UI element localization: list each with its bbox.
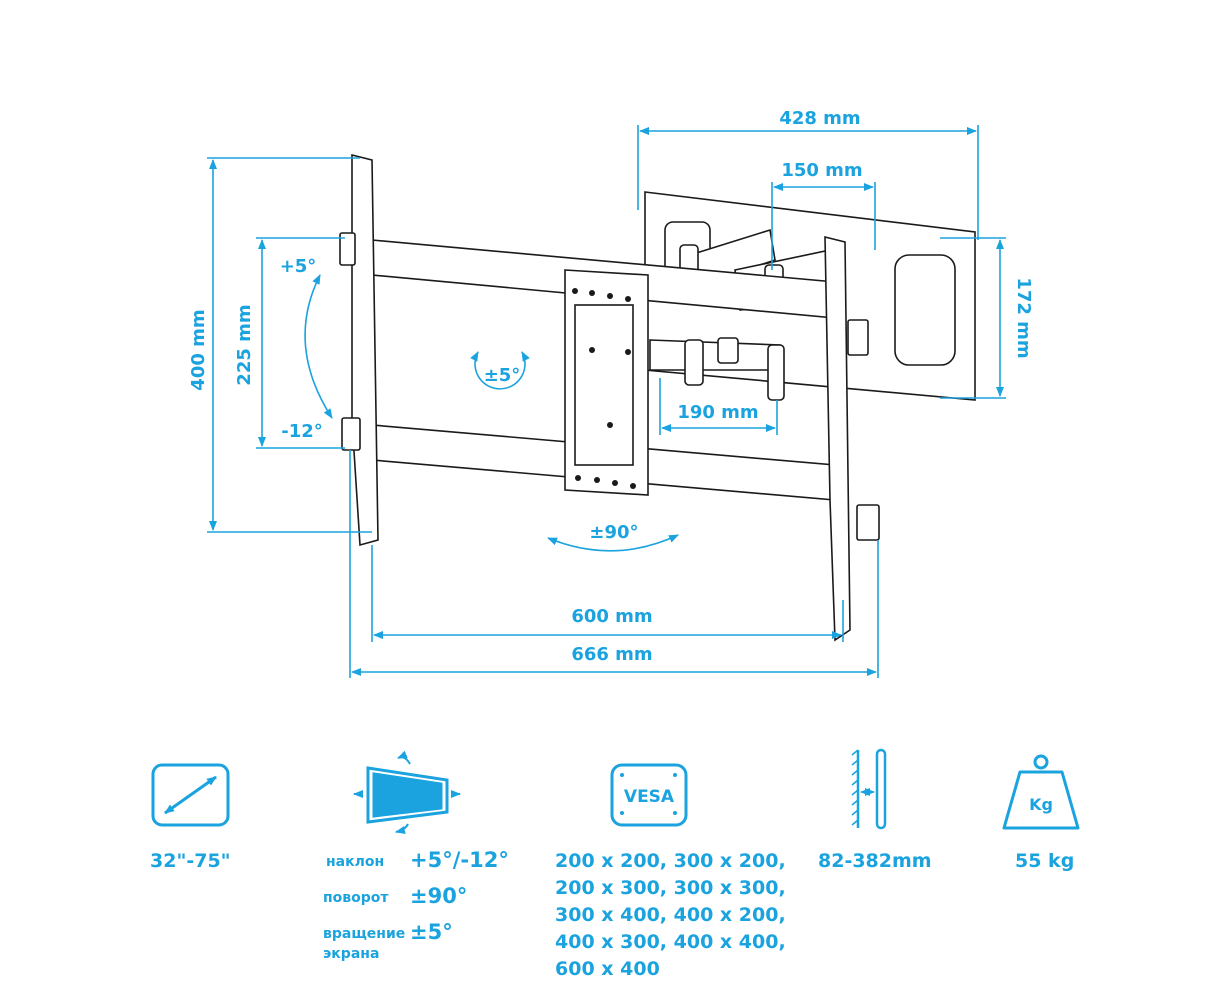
dim-600: 600 mm — [571, 606, 652, 627]
dimension-lines — [207, 125, 1006, 678]
vesa-line: 200 x 200, 300 x 200, — [555, 850, 786, 872]
weight-icon: Kg — [1002, 754, 1080, 830]
screen-size: 32"-75" — [150, 850, 231, 872]
dim-225: 225 mm — [234, 304, 255, 385]
tilt-label: наклон — [326, 854, 385, 870]
dim-400: 400 mm — [188, 309, 209, 390]
dim-666: 666 mm — [571, 644, 652, 665]
tilt-down-label: -12° — [281, 421, 323, 442]
max-load: 55 kg — [1015, 850, 1075, 872]
center-plate — [564, 269, 649, 496]
vesa-line: 400 x 300, 400 x 400, — [555, 931, 786, 953]
mount-drawing — [339, 153, 976, 642]
rotation-spec-label-1: вращение — [323, 926, 406, 942]
dimension-labels: 428 mm 150 mm 172 mm 190 mm 400 mm 225 m… — [188, 108, 1034, 665]
tilt-value: +5°/-12° — [410, 848, 509, 872]
dim-150: 150 mm — [781, 160, 862, 181]
vesa-line: 200 x 300, 300 x 300, — [555, 877, 786, 899]
vesa-line: 600 x 400 — [555, 958, 660, 980]
dim-190: 190 mm — [677, 402, 758, 423]
right-bracket — [824, 235, 851, 642]
swivel-spec-label: поворот — [323, 890, 389, 906]
tilt-swivel-icon — [353, 750, 461, 834]
rotation-value: ±5° — [410, 920, 453, 944]
screen-size-icon — [151, 763, 230, 827]
rotation-label: ±5° — [484, 365, 521, 386]
wall-distance: 82-382mm — [818, 850, 932, 872]
tilt-up-label: +5° — [280, 256, 317, 277]
vesa-icon: VESA — [610, 763, 688, 827]
left-bracket — [351, 153, 379, 547]
dim-428: 428 mm — [779, 108, 860, 129]
arm-lower — [649, 339, 781, 371]
vesa-list: 200 x 200, 300 x 200, 200 x 300, 300 x 3… — [555, 848, 786, 983]
wall-distance-icon — [851, 748, 887, 830]
swivel-label: ±90° — [589, 522, 638, 543]
vesa-icon-text: VESA — [624, 787, 675, 807]
weight-icon-text: Kg — [1029, 795, 1053, 814]
rotation-spec-label-2: экрана — [323, 946, 380, 962]
swivel-value: ±90° — [410, 884, 468, 908]
vesa-line: 300 x 400, 400 x 200, — [555, 904, 786, 926]
dim-172: 172 mm — [1013, 277, 1034, 358]
